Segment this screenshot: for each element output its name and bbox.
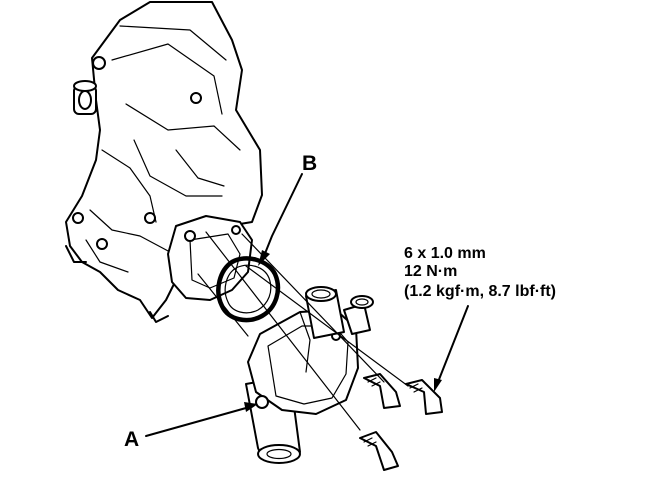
bolt-size-text: 6 x 1.0 mm xyxy=(404,245,486,262)
leader-b xyxy=(258,173,303,266)
bolt-upper xyxy=(405,379,443,415)
torque-nm-text: 12 N·m xyxy=(404,263,457,280)
leader-a xyxy=(145,402,258,437)
alignment-lines xyxy=(197,231,409,431)
label-a: A xyxy=(124,428,139,451)
thermostat-housing xyxy=(245,286,374,464)
label-b: B xyxy=(302,152,317,175)
bracket-boss xyxy=(73,80,97,115)
engine-flange xyxy=(167,215,253,301)
engine-bracket xyxy=(65,1,263,323)
gasket xyxy=(216,256,281,323)
torque-alt-text: (1.2 kgf·m, 8.7 lbf·ft) xyxy=(404,283,556,300)
bolt-lower xyxy=(359,431,399,471)
leader-spec xyxy=(434,305,469,392)
bolt-middle xyxy=(363,373,401,409)
